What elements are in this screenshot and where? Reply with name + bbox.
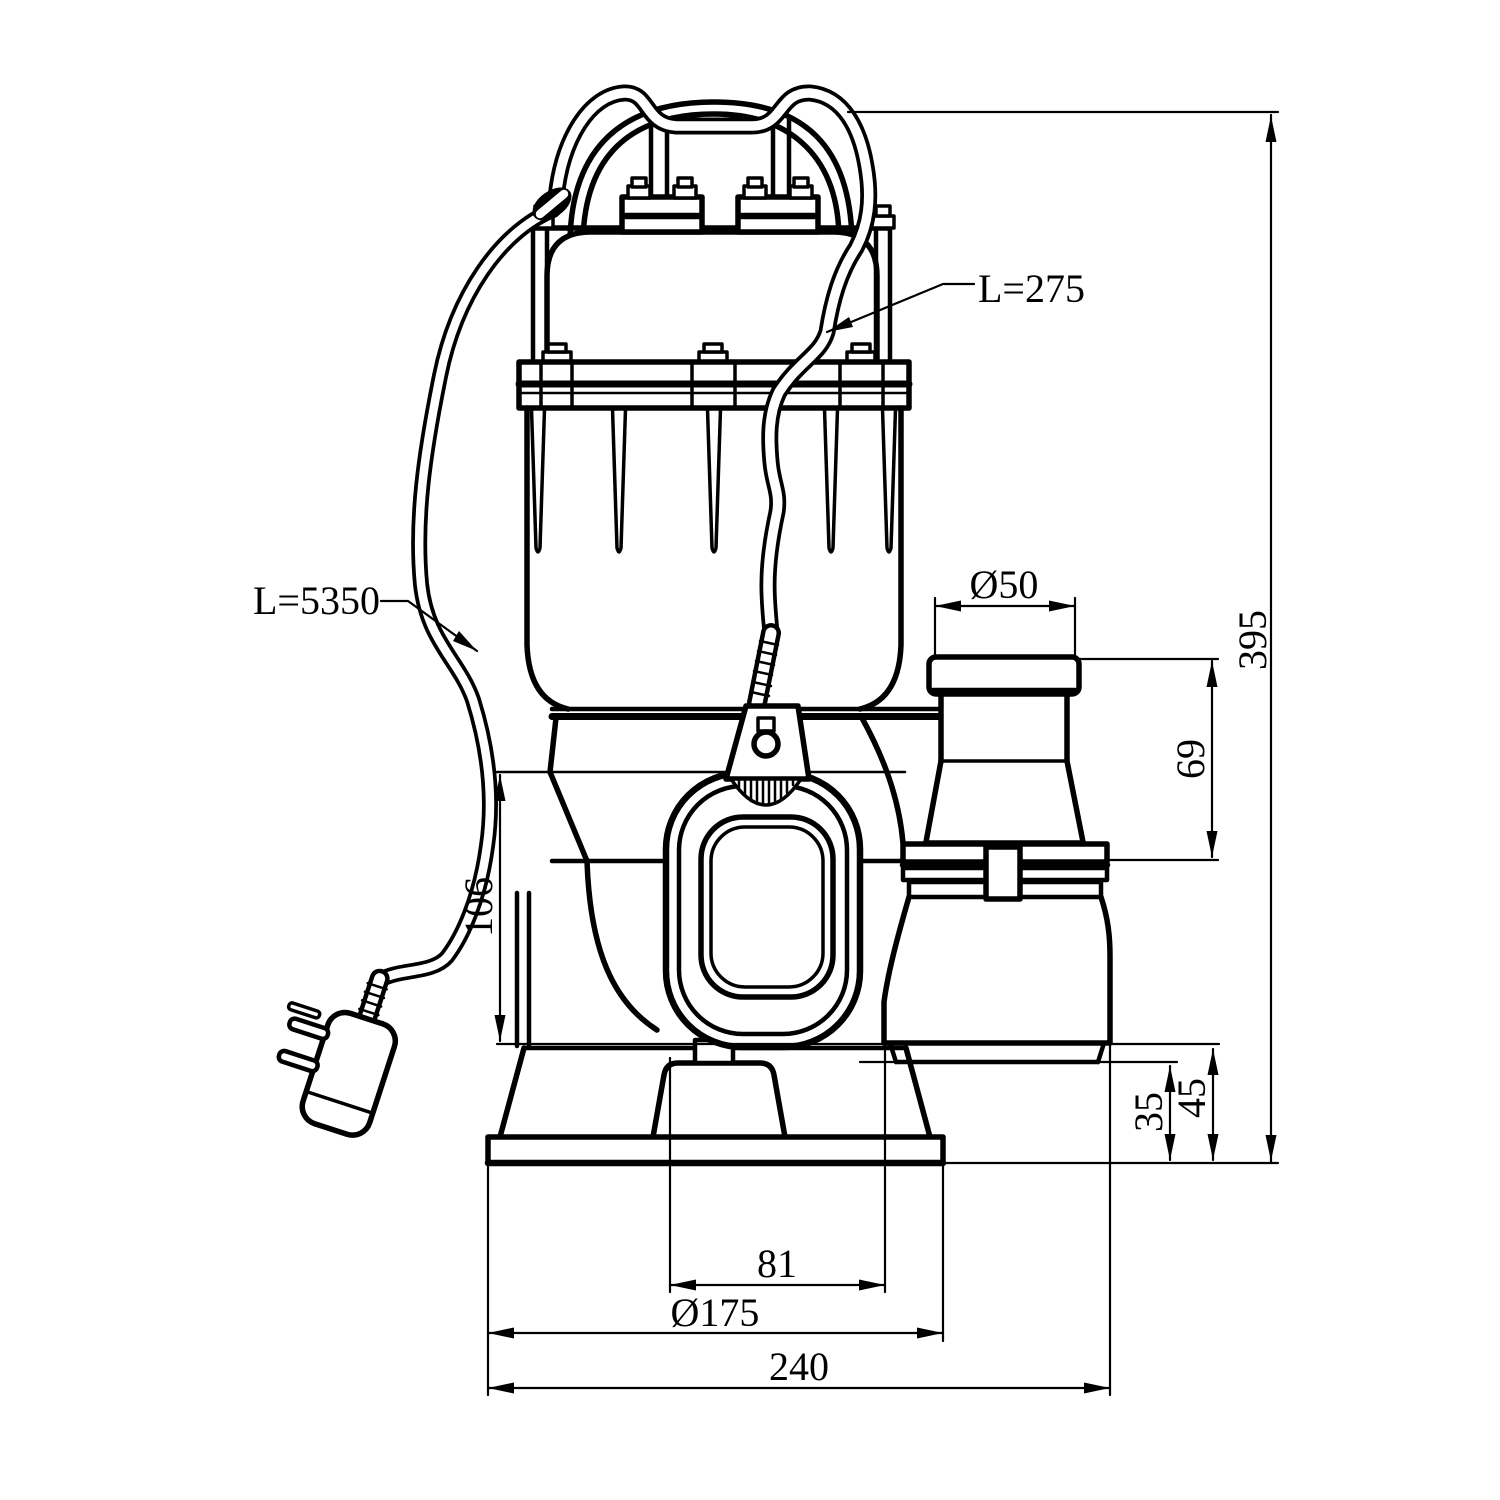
terminal-blocks: [619, 176, 821, 235]
stator-flange: [515, 342, 913, 411]
label-power-cable-length: L=5350: [253, 578, 380, 623]
dim-overall-width: 240: [769, 1344, 829, 1389]
float-grille: [729, 777, 803, 807]
power-plug: [276, 968, 399, 1138]
dim-outlet-diameter: Ø50: [970, 562, 1039, 607]
power-cable: [376, 202, 561, 986]
dim-outlet-port-height: 69: [1168, 739, 1213, 779]
dim-base-diameter: Ø175: [671, 1290, 760, 1335]
clamp-screw: [983, 844, 1023, 902]
dim-total-height: 395: [1230, 610, 1275, 670]
motor-housing: [524, 405, 944, 720]
dimension-arrows: [453, 116, 1277, 1394]
dim-clearance-outer: 45: [1169, 1078, 1214, 1118]
cable-gland: [532, 187, 572, 221]
power-cable-leader: [379, 599, 479, 653]
dim-casing-section-height: 106: [456, 877, 501, 937]
float-cable-leader: [825, 282, 976, 334]
dimension-annotations: Ø50 395 69 106 45 35 81 Ø175 240 L=275 L…: [253, 110, 1280, 1397]
label-float-cable-length: L=275: [978, 266, 1085, 311]
dim-base-opening-width: 81: [757, 1241, 797, 1286]
float-switch: [662, 703, 864, 1051]
discharge-connector: [923, 654, 1086, 845]
pump-assembly: [484, 99, 1113, 1167]
float-switch-cable: [547, 84, 878, 713]
float-cable-corrugation: [747, 623, 781, 713]
discharge-elbow: [881, 841, 1113, 1065]
plug-strain-relief: [355, 968, 390, 1033]
carry-handle: [567, 99, 855, 243]
dim-clearance-inner: 35: [1126, 1092, 1171, 1132]
float-latch: [756, 716, 776, 733]
plug-prongs: [276, 1001, 331, 1074]
terminal-cover: [529, 176, 896, 365]
pump-base: [484, 1037, 947, 1167]
